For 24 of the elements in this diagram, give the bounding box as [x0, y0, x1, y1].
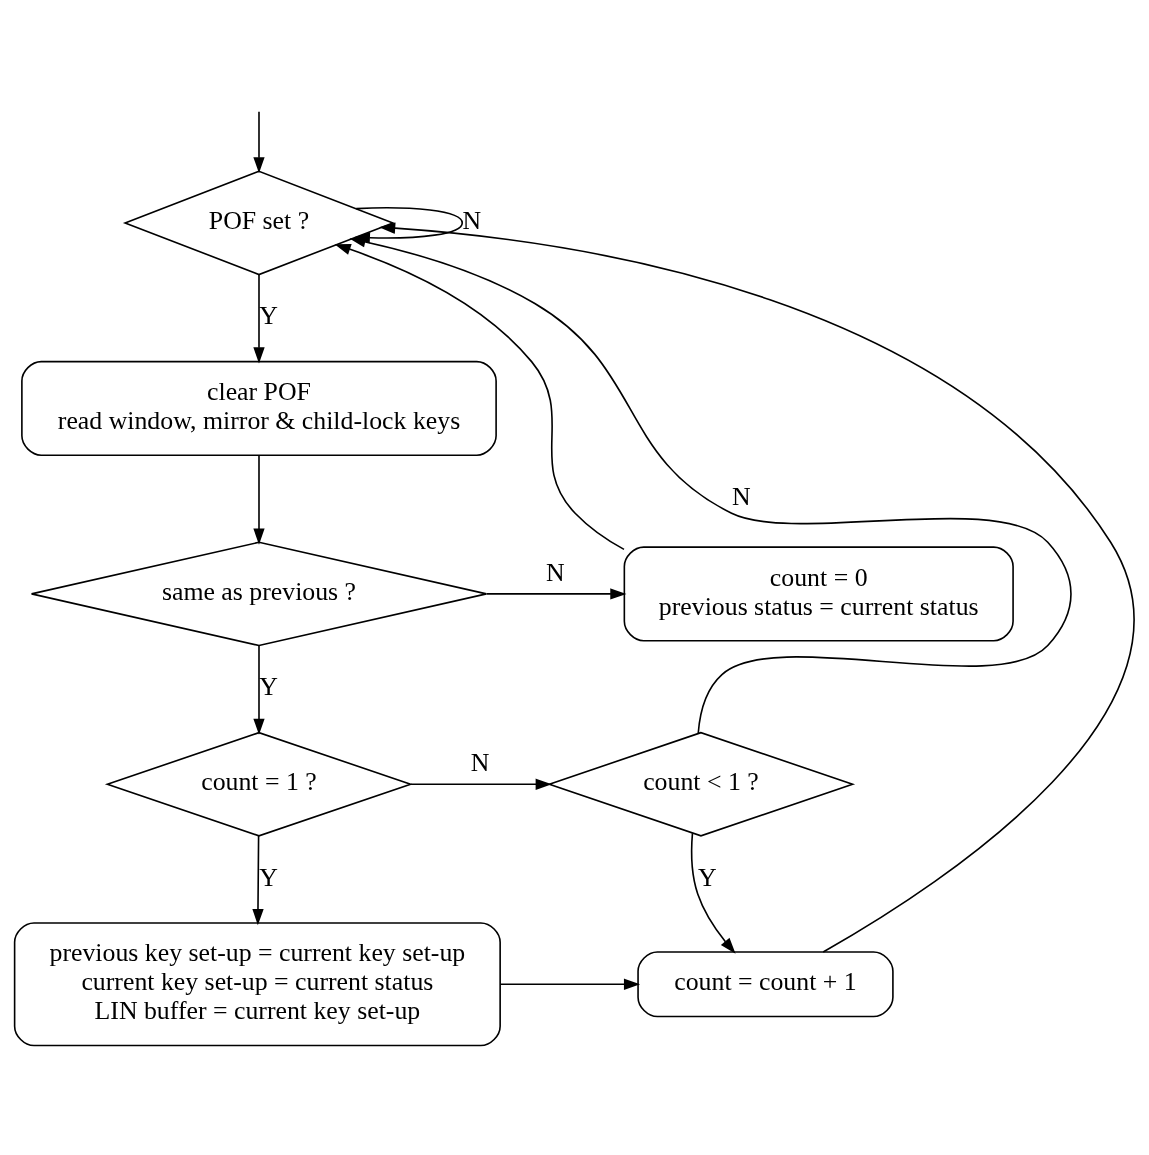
arrow: [485, 587, 627, 600]
arrow: [349, 235, 1072, 734]
arrow: [690, 831, 736, 954]
node-box: count = 0 previous status = current status: [623, 545, 1014, 641]
edge-label: N: [462, 205, 482, 235]
edge-label: N: [470, 747, 490, 777]
arrow: [499, 978, 641, 990]
node-box: count = count + 1: [637, 950, 894, 1017]
edge-label: Y: [259, 862, 278, 892]
edge-label: N: [731, 481, 751, 511]
arrow: [334, 243, 625, 550]
node-diamond: count = 1 ?: [104, 731, 414, 837]
arrow: [410, 778, 552, 790]
node-box: previous key set-up = current key set-up current key set-up = current status LIN buffer = current key set-up: [13, 921, 501, 1046]
arrow: [379, 222, 1135, 953]
edge-label: N: [546, 557, 565, 587]
edge-label: Y: [698, 862, 717, 892]
arrow: [253, 273, 265, 363]
arrow: [253, 644, 265, 735]
arrow: [253, 110, 265, 173]
node-diamond: same as previous ?: [30, 540, 488, 646]
arrow: [253, 454, 265, 545]
arrow: [252, 834, 264, 925]
node-box: clear POF read window, mirror & child-lock keys: [21, 360, 497, 456]
